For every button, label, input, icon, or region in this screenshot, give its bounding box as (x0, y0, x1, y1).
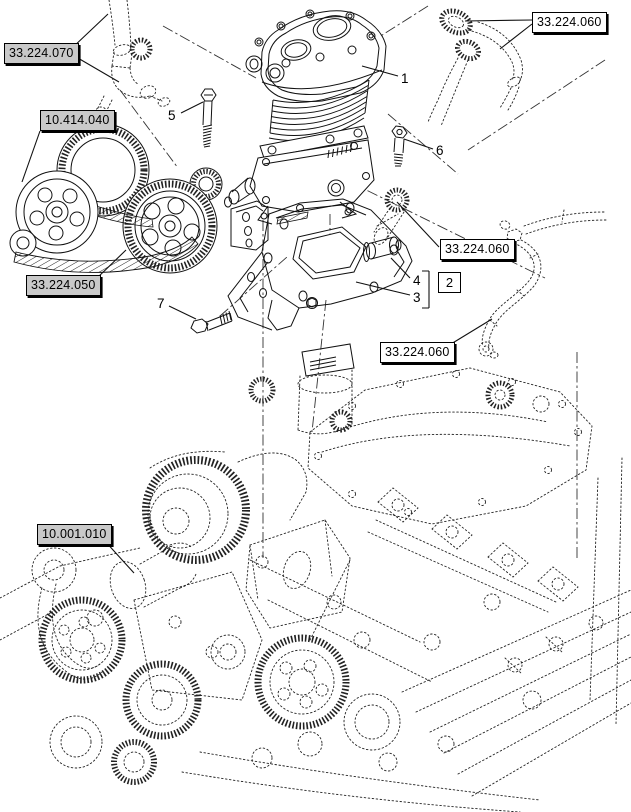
engine-drawing (0, 343, 631, 812)
callout-10-001-010[interactable]: 10.001.010 (37, 524, 112, 545)
callout-33-224-060-low[interactable]: 33.224.060 (380, 342, 455, 363)
mounting-bracket-drawing (227, 198, 413, 331)
callout-33-224-050[interactable]: 33.224.050 (26, 275, 101, 296)
part-label-4[interactable]: 4 (413, 273, 421, 288)
belt-drive-drawing (9, 123, 223, 274)
compressor-drawing (224, 9, 387, 225)
part-label-6[interactable]: 6 (436, 143, 444, 158)
part-label-3[interactable]: 3 (413, 290, 421, 305)
air-hoses-drawing (95, 0, 607, 359)
fasteners-drawing (190, 88, 408, 334)
part-label-2[interactable]: 2 (438, 272, 461, 293)
callout-33-224-060-mid[interactable]: 33.224.060 (440, 239, 515, 260)
callout-33-224-070[interactable]: 33.224.070 (4, 43, 79, 64)
part-label-5[interactable]: 5 (168, 108, 176, 123)
callout-33-224-060-top[interactable]: 33.224.060 (532, 12, 607, 33)
callout-10-414-040[interactable]: 10.414.040 (40, 110, 115, 131)
part-label-7[interactable]: 7 (157, 296, 165, 311)
part-label-1[interactable]: 1 (401, 71, 409, 86)
